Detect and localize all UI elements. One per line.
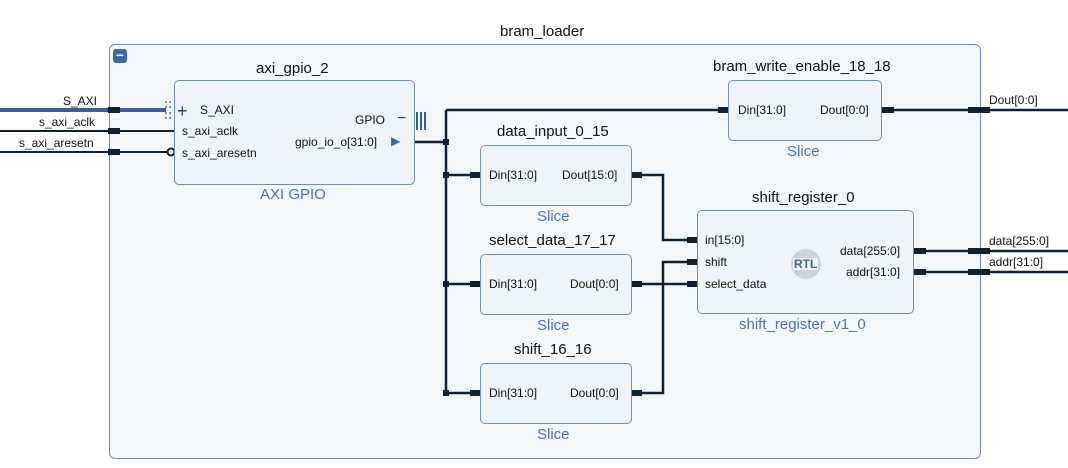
axi-gpio-instance-name: axi_gpio_2 — [256, 60, 329, 77]
select-data-dout: Dout[0:0] — [570, 277, 619, 291]
select-data-block[interactable] — [480, 254, 632, 315]
data-input-dout: Dout[15:0] — [562, 168, 618, 182]
shift-register-port-addr: addr[31:0] — [846, 265, 901, 279]
s-axi-bus-wire — [0, 107, 120, 113]
gpio-port-gpio-io-o: gpio_io_o[31:0] — [295, 135, 378, 149]
shift-register-type: shift_register_v1_0 — [739, 316, 866, 333]
shift-register-port-in: in[15:0] — [705, 233, 745, 247]
axi-gpio-block[interactable] — [174, 80, 415, 185]
slice-output-nets — [632, 173, 697, 395]
shift-register-port-data: data[255:0] — [840, 244, 901, 258]
bram-write-enable-din: Din[31:0] — [738, 103, 787, 117]
ext-port-s-axi: S_AXI — [63, 94, 98, 108]
select-data-din: Din[31:0] — [489, 277, 538, 291]
minus-icon[interactable]: − — [397, 110, 407, 127]
ext-port-dout: Dout[0:0] — [989, 93, 1038, 107]
data-input-din: Din[31:0] — [489, 168, 538, 182]
gpio-net-junctions — [443, 107, 728, 396]
design-title: bram_loader — [500, 23, 585, 40]
s-axi-aresetn-wire — [0, 147, 176, 157]
slice-output-stubs — [632, 172, 697, 396]
data-input-block[interactable] — [480, 145, 632, 206]
shift-dout: Dout[0:0] — [570, 386, 619, 400]
shift-din: Din[31:0] — [489, 386, 538, 400]
bram-write-enable-block[interactable] — [728, 80, 882, 141]
shift-register-port-shift: shift — [705, 255, 728, 269]
ext-port-s-axi-aresetn: s_axi_aresetn — [19, 136, 94, 150]
gpio-port-gpio: GPIO — [355, 113, 386, 127]
shift-type: Slice — [537, 426, 570, 443]
bram-write-enable-dout: Dout[0:0] — [820, 103, 869, 117]
bram-write-enable-instance-name: bram_write_enable_18_18 — [713, 58, 891, 75]
output-arrow-icon: ▶ — [391, 134, 401, 148]
s-axi-bus-link — [120, 101, 171, 119]
select-data-type: Slice — [537, 317, 570, 334]
ext-port-data: data[255:0] — [989, 234, 1050, 248]
gpio-port-s-axi-aclk: s_axi_aclk — [182, 124, 239, 138]
shift-register-instance-name: shift_register_0 — [752, 189, 855, 206]
ext-port-addr: addr[31:0] — [989, 255, 1044, 269]
minus-square-icon[interactable]: − — [113, 48, 127, 63]
data-input-type: Slice — [537, 208, 570, 225]
select-data-instance-name: select_data_17_17 — [489, 232, 616, 249]
output-stubs — [882, 107, 990, 275]
shift-register-port-select-data: select_data — [705, 277, 767, 291]
shift-block[interactable] — [480, 363, 632, 424]
axi-gpio-type: AXI GPIO — [260, 186, 326, 203]
gpio-interface-bars — [416, 112, 426, 130]
gpio-port-s-axi: S_AXI — [200, 103, 235, 117]
s-axi-aclk-wire — [0, 128, 175, 134]
plus-icon[interactable]: + — [177, 101, 188, 121]
gpio-port-s-axi-aresetn: s_axi_aresetn — [182, 146, 257, 160]
ext-port-s-axi-aclk: s_axi_aclk — [39, 115, 96, 129]
shift-instance-name: shift_16_16 — [514, 341, 592, 358]
data-input-instance-name: data_input_0_15 — [497, 123, 609, 140]
bram-write-enable-type: Slice — [787, 143, 820, 160]
rtl-badge-text: RTL — [793, 257, 819, 271]
